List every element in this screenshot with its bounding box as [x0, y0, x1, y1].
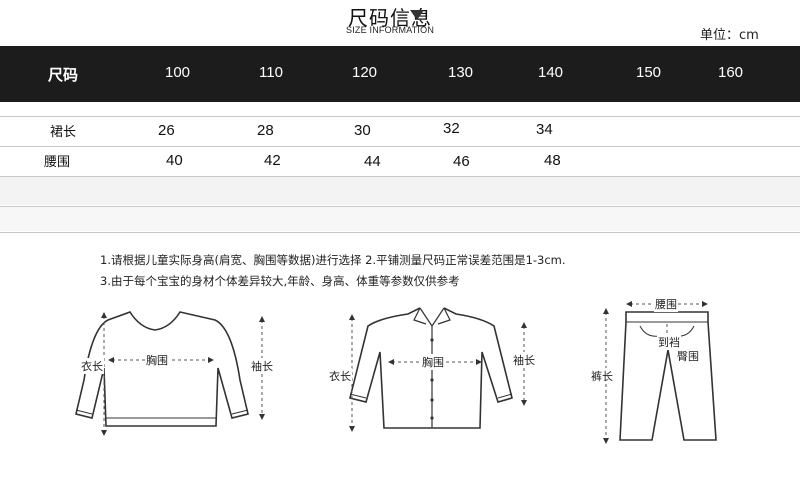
pants-icon [619, 311, 717, 441]
sweater-length-label: 衣长 [80, 358, 104, 374]
page-subtitle: SIZE INFORMATION [346, 25, 435, 35]
size-column-100: 100 [165, 64, 191, 81]
pants-rise-label: 到裆 [657, 334, 681, 350]
measurement-drawings [75, 301, 717, 444]
table-row-skirt-length: 裙长 26 28 30 32 34 [0, 118, 800, 144]
table-cell: 30 [354, 122, 371, 139]
unit-label: 单位：cm [700, 28, 759, 43]
empty-row-band [0, 207, 800, 231]
measure-arrow-heads [349, 314, 527, 432]
shirt-length-label: 衣长 [328, 368, 352, 384]
shirt-measure-lines [351, 318, 525, 428]
size-column-130: 130 [448, 64, 474, 81]
note-line: 3.由于每个宝宝的身材个体差异较大,年龄、身高、体重等参数仅供参考 [100, 274, 460, 288]
pants-hip-label: 臀围 [676, 348, 700, 364]
row-divider [0, 116, 800, 117]
size-header-label: 尺码 [48, 66, 79, 84]
measure-arrow-heads [101, 312, 265, 436]
note-line: 1.请根据儿童实际身高(肩宽、胸围等数据)进行选择 2.平铺测量尺码正常误差范围… [100, 253, 566, 267]
row-label-waist: 腰围 [44, 155, 71, 170]
table-cell: 46 [453, 153, 470, 170]
sweater-icon [75, 311, 249, 427]
shirt-chest-label: 胸围 [421, 354, 445, 370]
size-column-120: 120 [352, 64, 378, 81]
table-cell: 44 [364, 153, 381, 170]
row-divider [0, 232, 800, 233]
table-cell: 32 [443, 120, 460, 137]
measure-arrow-heads [603, 301, 708, 444]
table-cell: 34 [536, 121, 553, 138]
table-cell: 42 [264, 152, 281, 169]
empty-row-band [0, 177, 800, 205]
pants-length-label: 裤长 [590, 368, 614, 384]
size-column-150: 150 [636, 64, 662, 81]
size-table-header: 尺码 100 110 120 130 140 150 160 [0, 46, 800, 102]
size-info-header: 尺码信息 SIZE INFORMATION 单位：cm [0, 0, 800, 46]
sweater-chest-label: 胸围 [145, 352, 169, 368]
table-cell: 40 [166, 152, 183, 169]
measurement-illustrations: 衣长 胸围 袖长 衣长 胸围 袖长 腰围 到裆 臀围 裤长 [0, 290, 800, 480]
shirt-icon [349, 307, 513, 429]
size-column-160: 160 [718, 64, 744, 81]
table-cell: 48 [544, 152, 561, 169]
table-row-waist: 腰围 40 42 44 46 48 [0, 148, 800, 174]
table-cell: 28 [257, 122, 274, 139]
size-column-110: 110 [259, 64, 283, 81]
pants-waist-label: 腰围 [654, 296, 678, 312]
row-label-skirt-length: 裙长 [50, 125, 77, 140]
triangle-down-icon [410, 10, 424, 20]
row-divider [0, 176, 800, 177]
sweater-sleeve-label: 袖长 [250, 358, 274, 374]
size-notes: 1.请根据儿童实际身高(肩宽、胸围等数据)进行选择 2.平铺测量尺码正常误差范围… [100, 250, 566, 292]
shirt-sleeve-label: 袖长 [512, 352, 536, 368]
row-divider [0, 146, 800, 147]
table-cell: 26 [158, 122, 175, 139]
size-column-140: 140 [538, 64, 564, 81]
row-divider [0, 206, 800, 207]
